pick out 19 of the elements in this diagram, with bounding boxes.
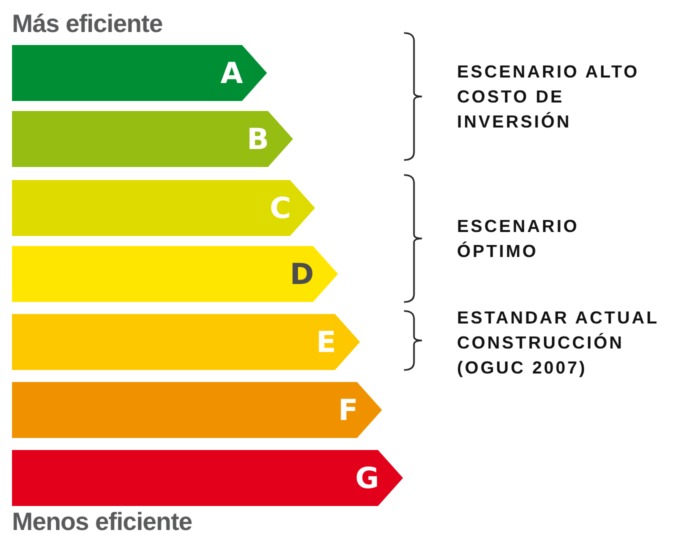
- rating-letter: G: [355, 464, 379, 492]
- energy-class-band: [12, 180, 315, 236]
- energy-class-band: [12, 111, 293, 167]
- rating-letter: D: [290, 260, 314, 288]
- rating-letter: B: [246, 124, 269, 154]
- scale-heading: Menos eficiente: [12, 510, 192, 535]
- scenario-label: ESCENARIO ÓPTIMO: [457, 214, 580, 262]
- energy-class-band: [12, 246, 338, 302]
- scenario-label: ESTANDAR ACTUAL CONSTRUCCIÓN (OGUC 2007): [457, 306, 660, 380]
- scenario-label: ESCENARIO ALTO COSTO DE INVERSIÓN: [457, 60, 640, 133]
- rating-letter: E: [316, 328, 336, 356]
- rating-letter: A: [220, 58, 243, 88]
- energy-class-band: [12, 314, 360, 370]
- scale-heading: Más eficiente: [12, 12, 163, 37]
- energy-class-band: [12, 382, 382, 438]
- energy-class-band: [12, 45, 267, 101]
- rating-letter: C: [270, 194, 291, 222]
- energy-class-band: [12, 450, 403, 506]
- rating-letter: F: [338, 396, 358, 424]
